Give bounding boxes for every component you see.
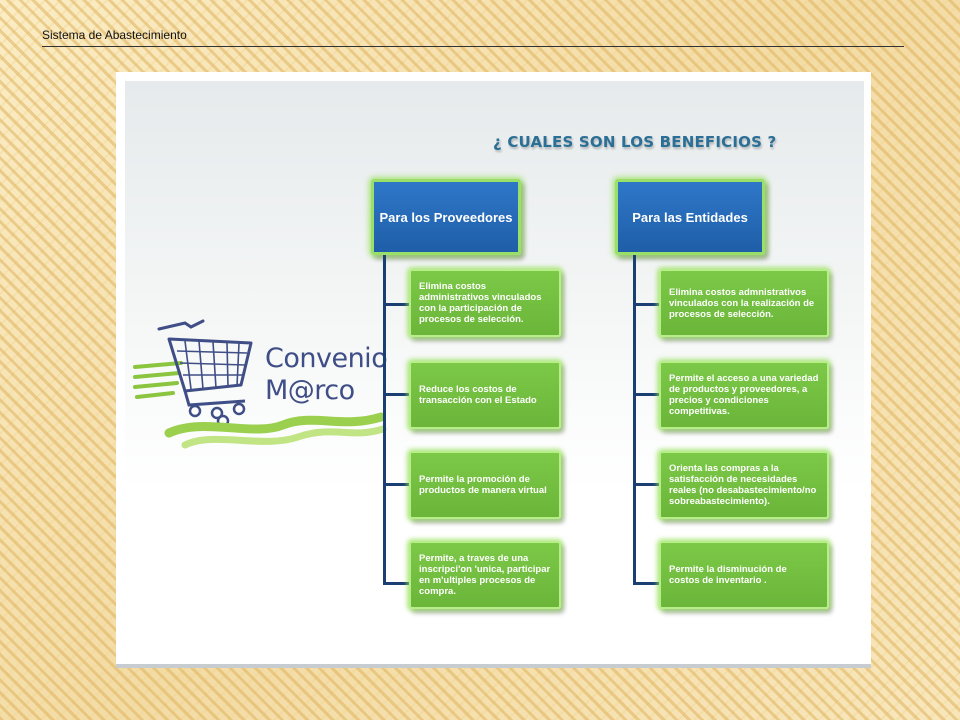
connector-line [383, 582, 409, 585]
benefit-card: Permite la disminución de costos de inve… [659, 541, 829, 609]
benefit-card: Elimina costos administrativos vinculado… [409, 269, 561, 337]
benefit-card: Orienta las compras a la satisfacción de… [659, 451, 829, 519]
header-title: Sistema de Abastecimiento [42, 28, 187, 42]
slide-image: ¿ CUALES SON LOS BENEFICIOS ? Con [116, 72, 871, 668]
benefit-card: Reduce los costos de transacción con el … [409, 361, 561, 429]
benefit-card: Permite el acceso a una variedad de prod… [659, 361, 829, 429]
slide-title: ¿ CUALES SON LOS BENEFICIOS ? [493, 133, 777, 151]
column-heading-proveedores: Para los Proveedores [371, 179, 521, 255]
connector-line [383, 303, 409, 306]
connector-line [633, 582, 659, 585]
benefit-card: Elimina costos admnistrativos vinculados… [659, 269, 829, 337]
logo-text-convenio: Convenio [265, 343, 388, 374]
slide-canvas: ¿ CUALES SON LOS BENEFICIOS ? Con [125, 81, 864, 665]
slide-header: Sistema de Abastecimiento [42, 26, 904, 47]
connector-line [633, 255, 636, 585]
connector-line [383, 255, 386, 585]
slide-bottom-border [116, 664, 871, 668]
column-heading-entidades: Para las Entidades [615, 179, 765, 255]
connector-line [633, 483, 659, 486]
connector-line [633, 393, 659, 396]
benefit-card: Permite la promoción de productos de man… [409, 451, 561, 519]
shopping-cart-logo-icon [133, 319, 387, 449]
benefit-card: Permite, a traves de una inscripci'on 'u… [409, 541, 561, 609]
connector-line [383, 483, 409, 486]
connector-line [633, 303, 659, 306]
logo-text-marco: M@rco [265, 375, 355, 406]
connector-line [383, 393, 409, 396]
